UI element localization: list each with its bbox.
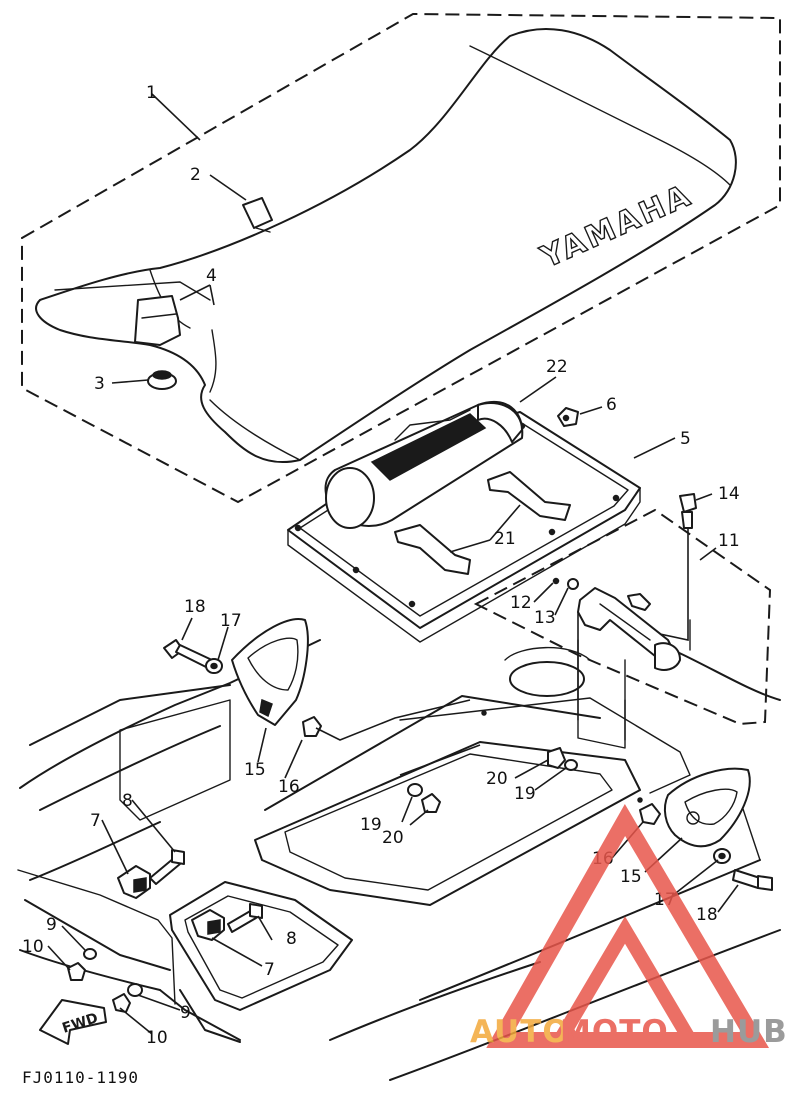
- bow-nut-lower: [112, 993, 131, 1013]
- callout-20a: 20: [382, 828, 404, 848]
- callout-21: 21: [494, 529, 516, 549]
- callout-9b: 9: [180, 1003, 191, 1023]
- leader-lines: [47, 93, 739, 1035]
- bow-nut-upper: [67, 962, 86, 981]
- seat-clip: [242, 197, 273, 233]
- callout-3: 3: [94, 374, 105, 394]
- callout-19b: 19: [514, 784, 536, 804]
- seat-assembly-dashed-box: [21, 12, 781, 504]
- callout-9a: 9: [46, 915, 57, 935]
- deck-nut-b: [547, 747, 566, 769]
- bolt-right: [732, 869, 773, 891]
- watermark-text-moto: MOTO: [560, 1014, 669, 1050]
- bow-washer-lower: [127, 983, 143, 997]
- nut-left: [302, 716, 322, 737]
- callout-8b: 8: [286, 929, 297, 949]
- latch-bolt: [679, 493, 697, 529]
- callout-18a: 18: [184, 597, 206, 617]
- callout-5: 5: [680, 429, 691, 449]
- seat-latch: [577, 587, 681, 671]
- callout-22: 22: [546, 357, 568, 377]
- callout-16a: 16: [278, 777, 300, 797]
- deck-washer-a: [407, 783, 423, 797]
- callout-1: 1: [146, 83, 157, 103]
- hull-deck: [17, 619, 781, 1081]
- washer-right: [713, 848, 731, 864]
- callout-12: 12: [510, 593, 532, 613]
- callouts: 1 2 3 4 5 6 7 7 8 8 9 9 10 10 11 12 13 1…: [22, 83, 740, 1048]
- latch-screw-left: [149, 849, 185, 885]
- callout-8a: 8: [122, 791, 133, 811]
- callout-17a: 17: [220, 611, 242, 631]
- tray-grommet: [557, 407, 579, 427]
- callout-15b: 15: [620, 867, 642, 887]
- drawing-code: FJ0110-1190: [22, 1068, 139, 1087]
- bolt-left: [163, 639, 213, 669]
- washer-left: [205, 658, 223, 674]
- seat-hinge-bracket: [134, 295, 181, 346]
- callout-14: 14: [718, 484, 740, 504]
- latch-pin: [627, 593, 651, 611]
- callout-20b: 20: [486, 769, 508, 789]
- callout-7a: 7: [90, 811, 101, 831]
- callout-13: 13: [534, 608, 556, 628]
- deck-washer-b: [564, 759, 578, 771]
- deck-nut-a: [421, 793, 441, 813]
- latch-nut: [552, 577, 560, 585]
- grab-handle-right: [663, 767, 751, 848]
- nut-right: [639, 803, 661, 825]
- callout-6: 6: [606, 395, 617, 415]
- callout-18b: 18: [696, 905, 718, 925]
- watermark-text-hub: HUB: [710, 1014, 788, 1050]
- bow-washer-upper: [83, 948, 97, 960]
- waterproof-container: [324, 400, 524, 529]
- watermark-triangle-inner: [547, 916, 703, 1047]
- callout-4: 4: [206, 266, 217, 286]
- hood-latch-left: [117, 865, 151, 899]
- watermark-logo: AUTO MOTO HUB: [470, 804, 788, 1050]
- callout-11: 11: [718, 531, 740, 551]
- callout-10a: 10: [22, 937, 44, 957]
- callout-19a: 19: [360, 815, 382, 835]
- tie-strap-b: [487, 471, 571, 521]
- callout-10b: 10: [146, 1028, 168, 1048]
- seat: YAMAHA: [35, 27, 737, 464]
- callout-15a: 15: [244, 760, 266, 780]
- callout-7b: 7: [264, 960, 275, 980]
- watermark-text-auto: AUTO: [470, 1014, 570, 1050]
- hood-latch-right: [191, 909, 225, 941]
- callout-2: 2: [190, 165, 201, 185]
- tie-strap-a: [394, 524, 471, 575]
- latch-screw-right: [227, 903, 263, 933]
- seat-damper: [147, 370, 177, 390]
- latch-washer: [567, 578, 579, 590]
- grab-handle-left: [231, 618, 309, 726]
- forward-arrow-icon: FWD: [39, 999, 107, 1045]
